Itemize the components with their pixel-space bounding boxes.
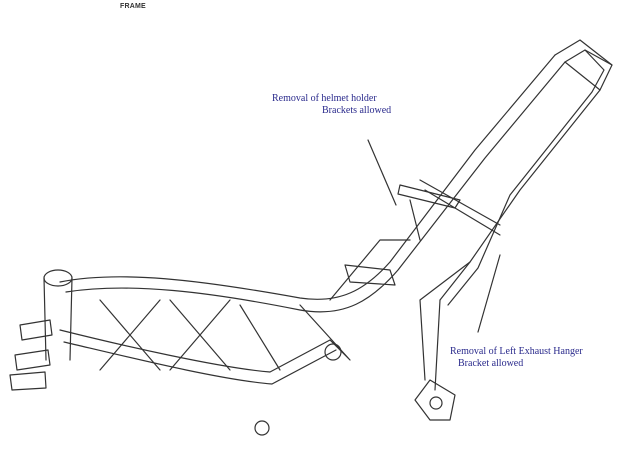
annotation-line: Bracket allowed (458, 358, 524, 369)
annotation-line: Removal of Left Exhaust Hanger (450, 346, 583, 357)
leader-lines (367, 139, 501, 333)
annotation-helmet-holder: Removal of helmet holder Brackets allowe… (272, 93, 391, 117)
cross-bracing (99, 184, 461, 371)
main-rails (59, 54, 566, 385)
annotation-line: Removal of helmet holder (272, 93, 377, 104)
head-tube (9, 269, 342, 436)
annotation-line: Brackets allowed (322, 105, 392, 116)
annotation-exhaust-hanger: Removal of Left Exhaust Hanger Bracket a… (450, 346, 583, 370)
diagram-title: FRAME (120, 3, 146, 10)
rear-subframe (414, 39, 613, 421)
